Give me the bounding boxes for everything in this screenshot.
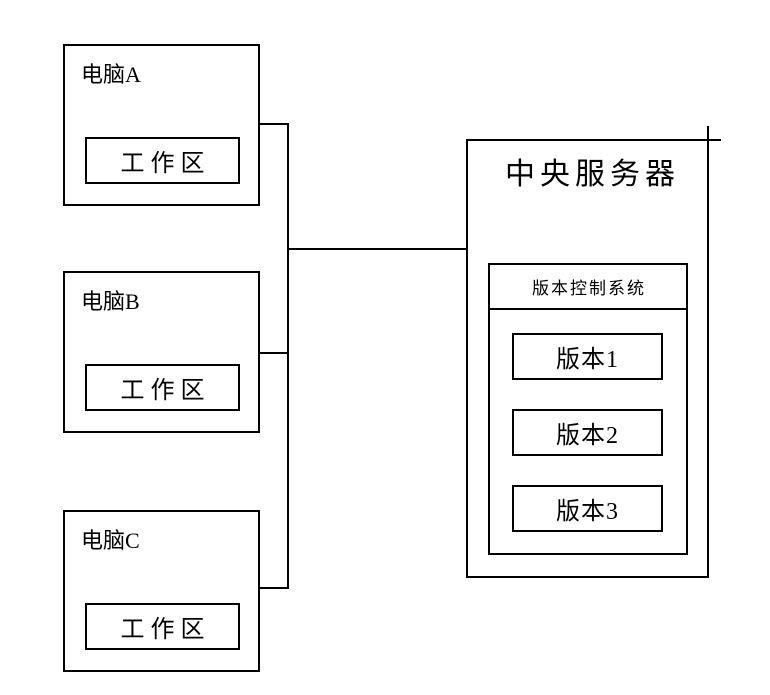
version-2-box: 版本2	[512, 409, 663, 456]
central-server-box: 中央服务器 版本控制系统 版本1 版本2 版本3	[466, 139, 709, 578]
computer-a-label: 电脑A	[81, 62, 141, 87]
version-3-label: 版本3	[556, 499, 619, 525]
version-2-label: 版本2	[556, 423, 619, 449]
version-3-box: 版本3	[512, 485, 663, 532]
version-control-system-title: 版本控制系统	[490, 265, 686, 310]
connector-stub-computer-a	[260, 123, 289, 125]
workspace-b-box: 工作区	[85, 364, 240, 411]
server-corner-overshoot-vertical	[707, 126, 709, 139]
workspace-a-label: 工作区	[120, 151, 211, 177]
computer-a-box: 电脑A 工作区	[63, 44, 260, 206]
computer-b-box: 电脑B 工作区	[63, 271, 260, 433]
server-corner-overshoot-horizontal	[709, 139, 721, 141]
version-1-box: 版本1	[512, 333, 663, 380]
computer-c-label: 电脑C	[81, 528, 140, 553]
computer-c-box: 电脑C 工作区	[63, 510, 260, 672]
server-title: 中央服务器	[505, 158, 680, 191]
connector-trunk-to-server	[287, 248, 468, 250]
connector-stub-computer-b	[260, 352, 289, 354]
version-1-label: 版本1	[556, 347, 619, 373]
connector-stub-computer-c	[260, 587, 289, 589]
version-control-system-box: 版本控制系统 版本1 版本2 版本3	[488, 263, 688, 555]
workspace-a-box: 工作区	[85, 137, 240, 184]
workspace-b-label: 工作区	[120, 378, 211, 404]
workspace-c-box: 工作区	[85, 603, 240, 650]
computer-b-label: 电脑B	[81, 289, 140, 314]
workspace-c-label: 工作区	[120, 617, 211, 643]
connector-bus-vertical	[287, 123, 289, 589]
